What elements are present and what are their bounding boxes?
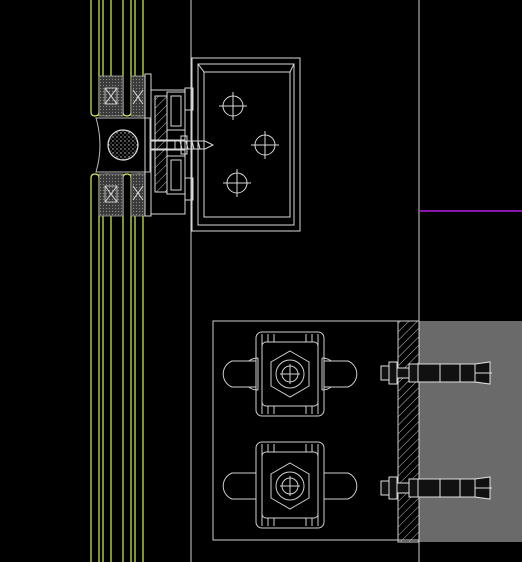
hex-bolt-icon	[222, 331, 358, 529]
expansion-anchor-icon	[380, 361, 492, 500]
embed-plate	[212, 320, 420, 541]
wall-hatch	[397, 320, 420, 543]
frame-profile	[144, 73, 194, 217]
crosshair-icon	[219, 92, 279, 197]
lower-spacers	[98, 173, 146, 217]
backer-rod	[95, 117, 151, 173]
steel-mullion	[191, 57, 301, 232]
concrete-wall	[419, 321, 522, 542]
upper-spacers	[98, 75, 146, 117]
